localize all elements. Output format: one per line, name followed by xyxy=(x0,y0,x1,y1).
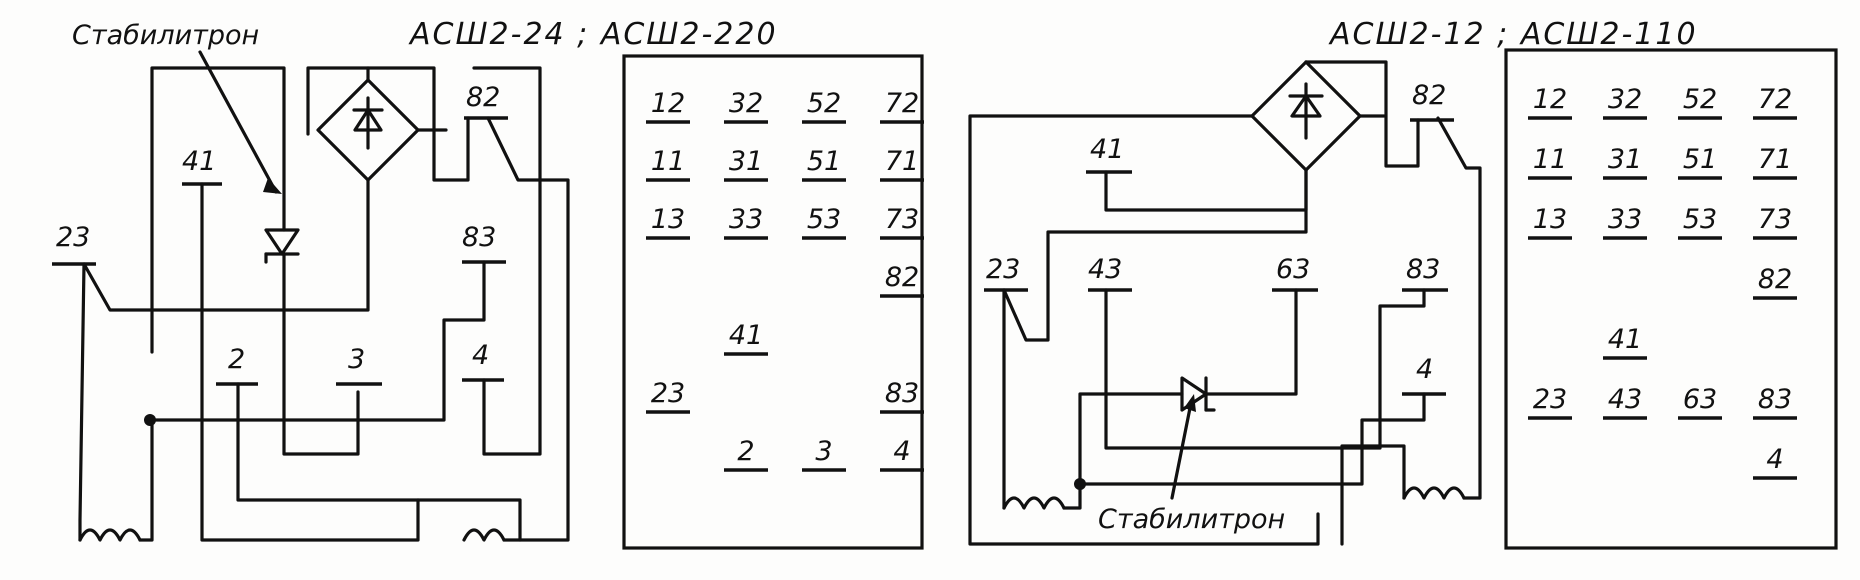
right-terminal-41: 41 xyxy=(1090,134,1124,165)
right-terminal-83: 83 xyxy=(1406,254,1440,285)
left-zener-diode xyxy=(264,228,300,264)
panel-terminal-label: 52 xyxy=(807,88,841,119)
panel-terminal-label: 13 xyxy=(1533,204,1567,235)
left-schematic: АСШ2-24 ; АСШ2-220 Стабилитрон xyxy=(52,17,778,542)
panel-terminal-label: 31 xyxy=(729,146,763,177)
panel-terminal-label: 11 xyxy=(651,146,685,177)
panel-terminal-label: 32 xyxy=(729,88,763,119)
left-terminal-2: 2 xyxy=(228,344,245,375)
panel-terminal-label: 82 xyxy=(1758,264,1792,295)
left-diode-bridge xyxy=(316,78,420,182)
panel-terminal-label: 11 xyxy=(1533,144,1567,175)
panel-terminal-label: 4 xyxy=(893,436,910,467)
panel-terminal-label: 71 xyxy=(1758,144,1792,175)
panel-terminal-label: 32 xyxy=(1608,84,1642,115)
panel-terminal-label: 2 xyxy=(737,436,754,467)
right-title: АСШ2-12 ; АСШ2-110 xyxy=(1328,17,1698,52)
right-terminal-63: 63 xyxy=(1276,254,1310,285)
panel-terminal-label: 51 xyxy=(1683,144,1717,175)
right-terminal-23: 23 xyxy=(986,254,1020,285)
left-panel-frame xyxy=(622,54,924,550)
panel-terminal-label: 73 xyxy=(885,204,919,235)
left-zener-pointer xyxy=(198,50,278,194)
left-zener-label: Стабилитрон xyxy=(72,20,259,51)
panel-terminal-label: 43 xyxy=(1608,384,1642,415)
panel-terminal-label: 52 xyxy=(1683,84,1717,115)
panel-terminal-label: 41 xyxy=(729,320,763,351)
left-terminal-3: 3 xyxy=(348,344,365,375)
panel-terminal-label: 83 xyxy=(885,378,919,409)
right-panel-cells: 12 32 52 72 11 31 51 71 13 33 53 73 82 41 23 43 63 83 4 xyxy=(1528,84,1797,480)
right-zener-label: Стабилитрон xyxy=(1098,504,1285,535)
panel-terminal-label: 13 xyxy=(651,204,685,235)
panel-terminal-label: 12 xyxy=(1533,84,1567,115)
panel-terminal-label: 51 xyxy=(807,146,841,177)
panel-terminal-label: 83 xyxy=(1758,384,1792,415)
panel-terminal-label: 31 xyxy=(1608,144,1642,175)
panel-terminal-label: 23 xyxy=(1533,384,1567,415)
left-title: АСШ2-24 ; АСШ2-220 xyxy=(408,17,778,52)
panel-terminal-label: 4 xyxy=(1766,444,1783,475)
left-pointer-arrowhead xyxy=(263,178,282,194)
panel-terminal-label: 23 xyxy=(651,378,685,409)
right-wires xyxy=(968,60,1482,546)
panel-terminal-label: 12 xyxy=(651,88,685,119)
right-terminal-panel: 12 32 52 72 11 31 51 71 13 33 53 73 82 41 23 43 63 83 4 xyxy=(1504,48,1838,550)
panel-terminal-label: 33 xyxy=(729,204,763,235)
panel-terminal-label: 41 xyxy=(1608,324,1642,355)
right-schematic: АСШ2-12 ; АСШ2-110 Стабилитрон xyxy=(968,17,1698,546)
left-terminal-41: 41 xyxy=(182,146,216,177)
right-terminal-43: 43 xyxy=(1088,254,1122,285)
right-terminal-82: 82 xyxy=(1412,80,1446,111)
panel-terminal-label: 53 xyxy=(1683,204,1717,235)
left-wires xyxy=(78,66,570,542)
left-terminal-4: 4 xyxy=(472,340,489,371)
left-terminal-83: 83 xyxy=(462,222,496,253)
panel-terminal-label: 53 xyxy=(807,204,841,235)
right-panel-frame xyxy=(1504,48,1838,550)
panel-terminal-label: 63 xyxy=(1683,384,1717,415)
left-terminal-23: 23 xyxy=(56,222,90,253)
right-terminals xyxy=(984,118,1454,396)
panel-terminal-label: 82 xyxy=(885,262,919,293)
panel-terminal-label: 72 xyxy=(1758,84,1792,115)
panel-terminal-label: 73 xyxy=(1758,204,1792,235)
left-terminals xyxy=(52,116,508,386)
right-terminal-4: 4 xyxy=(1416,354,1433,385)
panel-terminal-label: 72 xyxy=(885,88,919,119)
panel-terminal-label: 71 xyxy=(885,146,919,177)
panel-terminal-label: 3 xyxy=(815,436,832,467)
left-terminal-82: 82 xyxy=(466,82,500,113)
panel-terminal-label: 33 xyxy=(1608,204,1642,235)
right-diode-bridge xyxy=(1250,60,1362,172)
